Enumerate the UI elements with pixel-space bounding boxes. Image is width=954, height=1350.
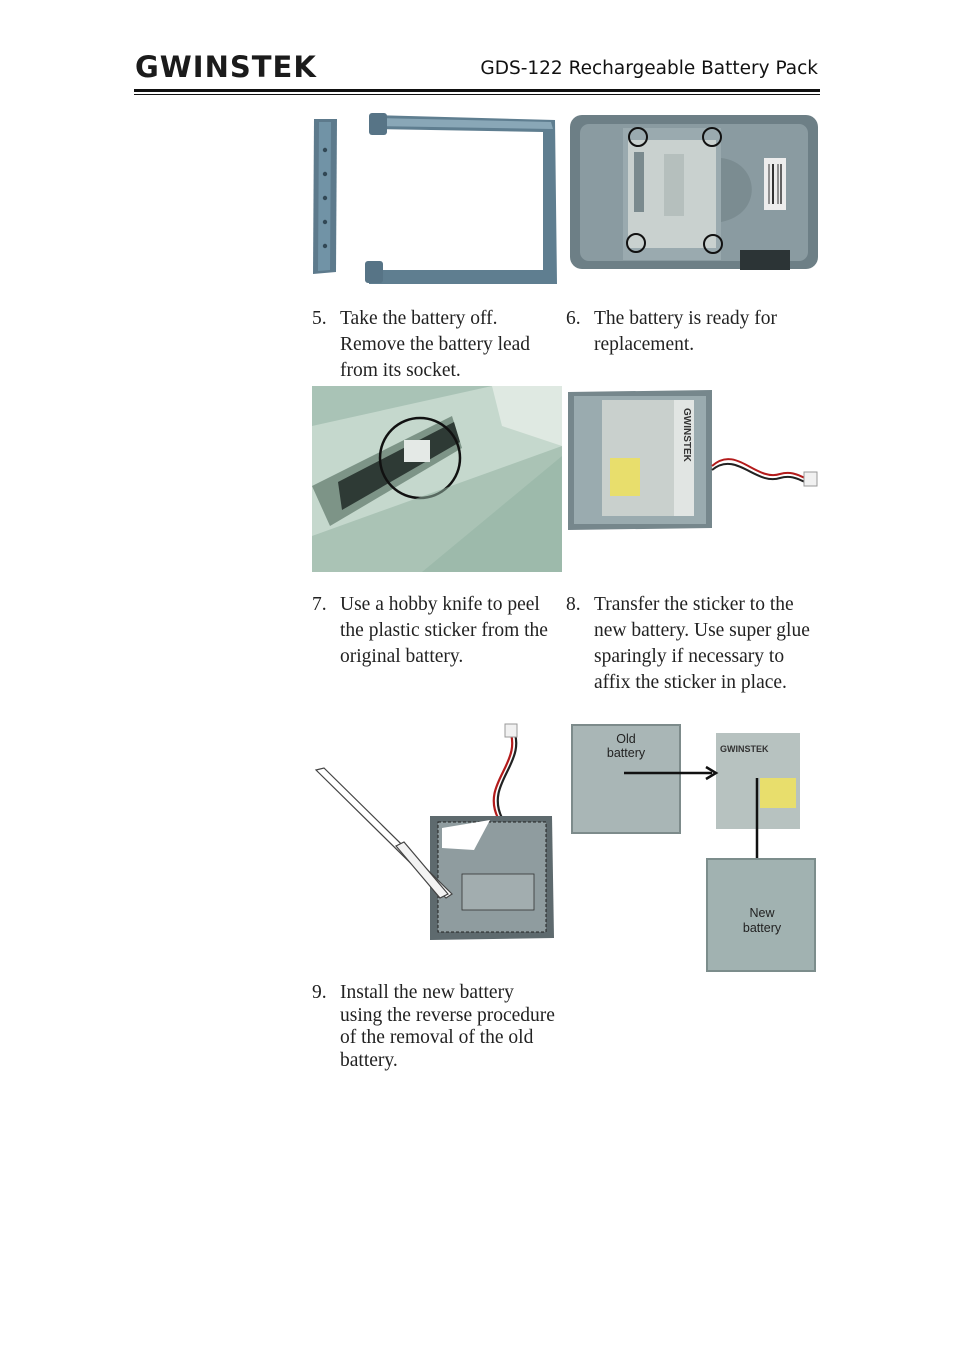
photo-cover-pieces	[313, 113, 557, 284]
photo-transfer-sticker: Old battery GWINSTEK New battery	[571, 724, 816, 972]
header-rule-thin	[134, 94, 820, 95]
photo-peel-sticker	[314, 723, 554, 940]
sticker-brand-text: GWINSTEK	[720, 744, 769, 754]
photo-battery-socket	[312, 386, 562, 572]
step-text: Take the battery off. Remove the battery…	[340, 308, 531, 381]
header-rule-thick	[134, 89, 820, 92]
step-text: The battery is ready for replacement.	[594, 308, 778, 355]
step-number: 9.	[312, 982, 327, 1003]
step-number: 8.	[566, 594, 581, 615]
step-number: 7.	[312, 594, 327, 615]
step-text: Install the new battery using the revers…	[340, 982, 555, 1071]
old-battery-label-2: battery	[607, 746, 646, 760]
battery-brand-text: GWINSTEK	[681, 408, 692, 463]
step-number: 5.	[312, 308, 327, 329]
step-text: Use a hobby knife to peel the plastic st…	[340, 594, 548, 667]
new-battery-label-2: battery	[743, 921, 782, 935]
brand-logo: GWINSTEK	[135, 50, 317, 84]
step-5: 5. Take the battery off. Remove the batt…	[312, 306, 560, 386]
new-battery-label-1: New	[749, 906, 775, 920]
step-text: Transfer the sticker to the new battery.…	[594, 594, 810, 693]
photo-removed-battery: GWINSTEK	[568, 390, 818, 530]
document-title: GDS-122 Rechargeable Battery Pack	[480, 58, 818, 79]
photo-unit-back	[570, 115, 818, 270]
step-7: 7. Use a hobby knife to peel the plastic…	[312, 592, 564, 672]
old-battery-label-1: Old	[616, 732, 636, 746]
step-9: 9. Install the new battery using the rev…	[312, 982, 564, 1078]
step-8: 8. Transfer the sticker to the new batte…	[566, 592, 818, 724]
step-6: 6. The battery is ready for replacement.	[566, 306, 816, 361]
step-number: 6.	[566, 308, 581, 329]
